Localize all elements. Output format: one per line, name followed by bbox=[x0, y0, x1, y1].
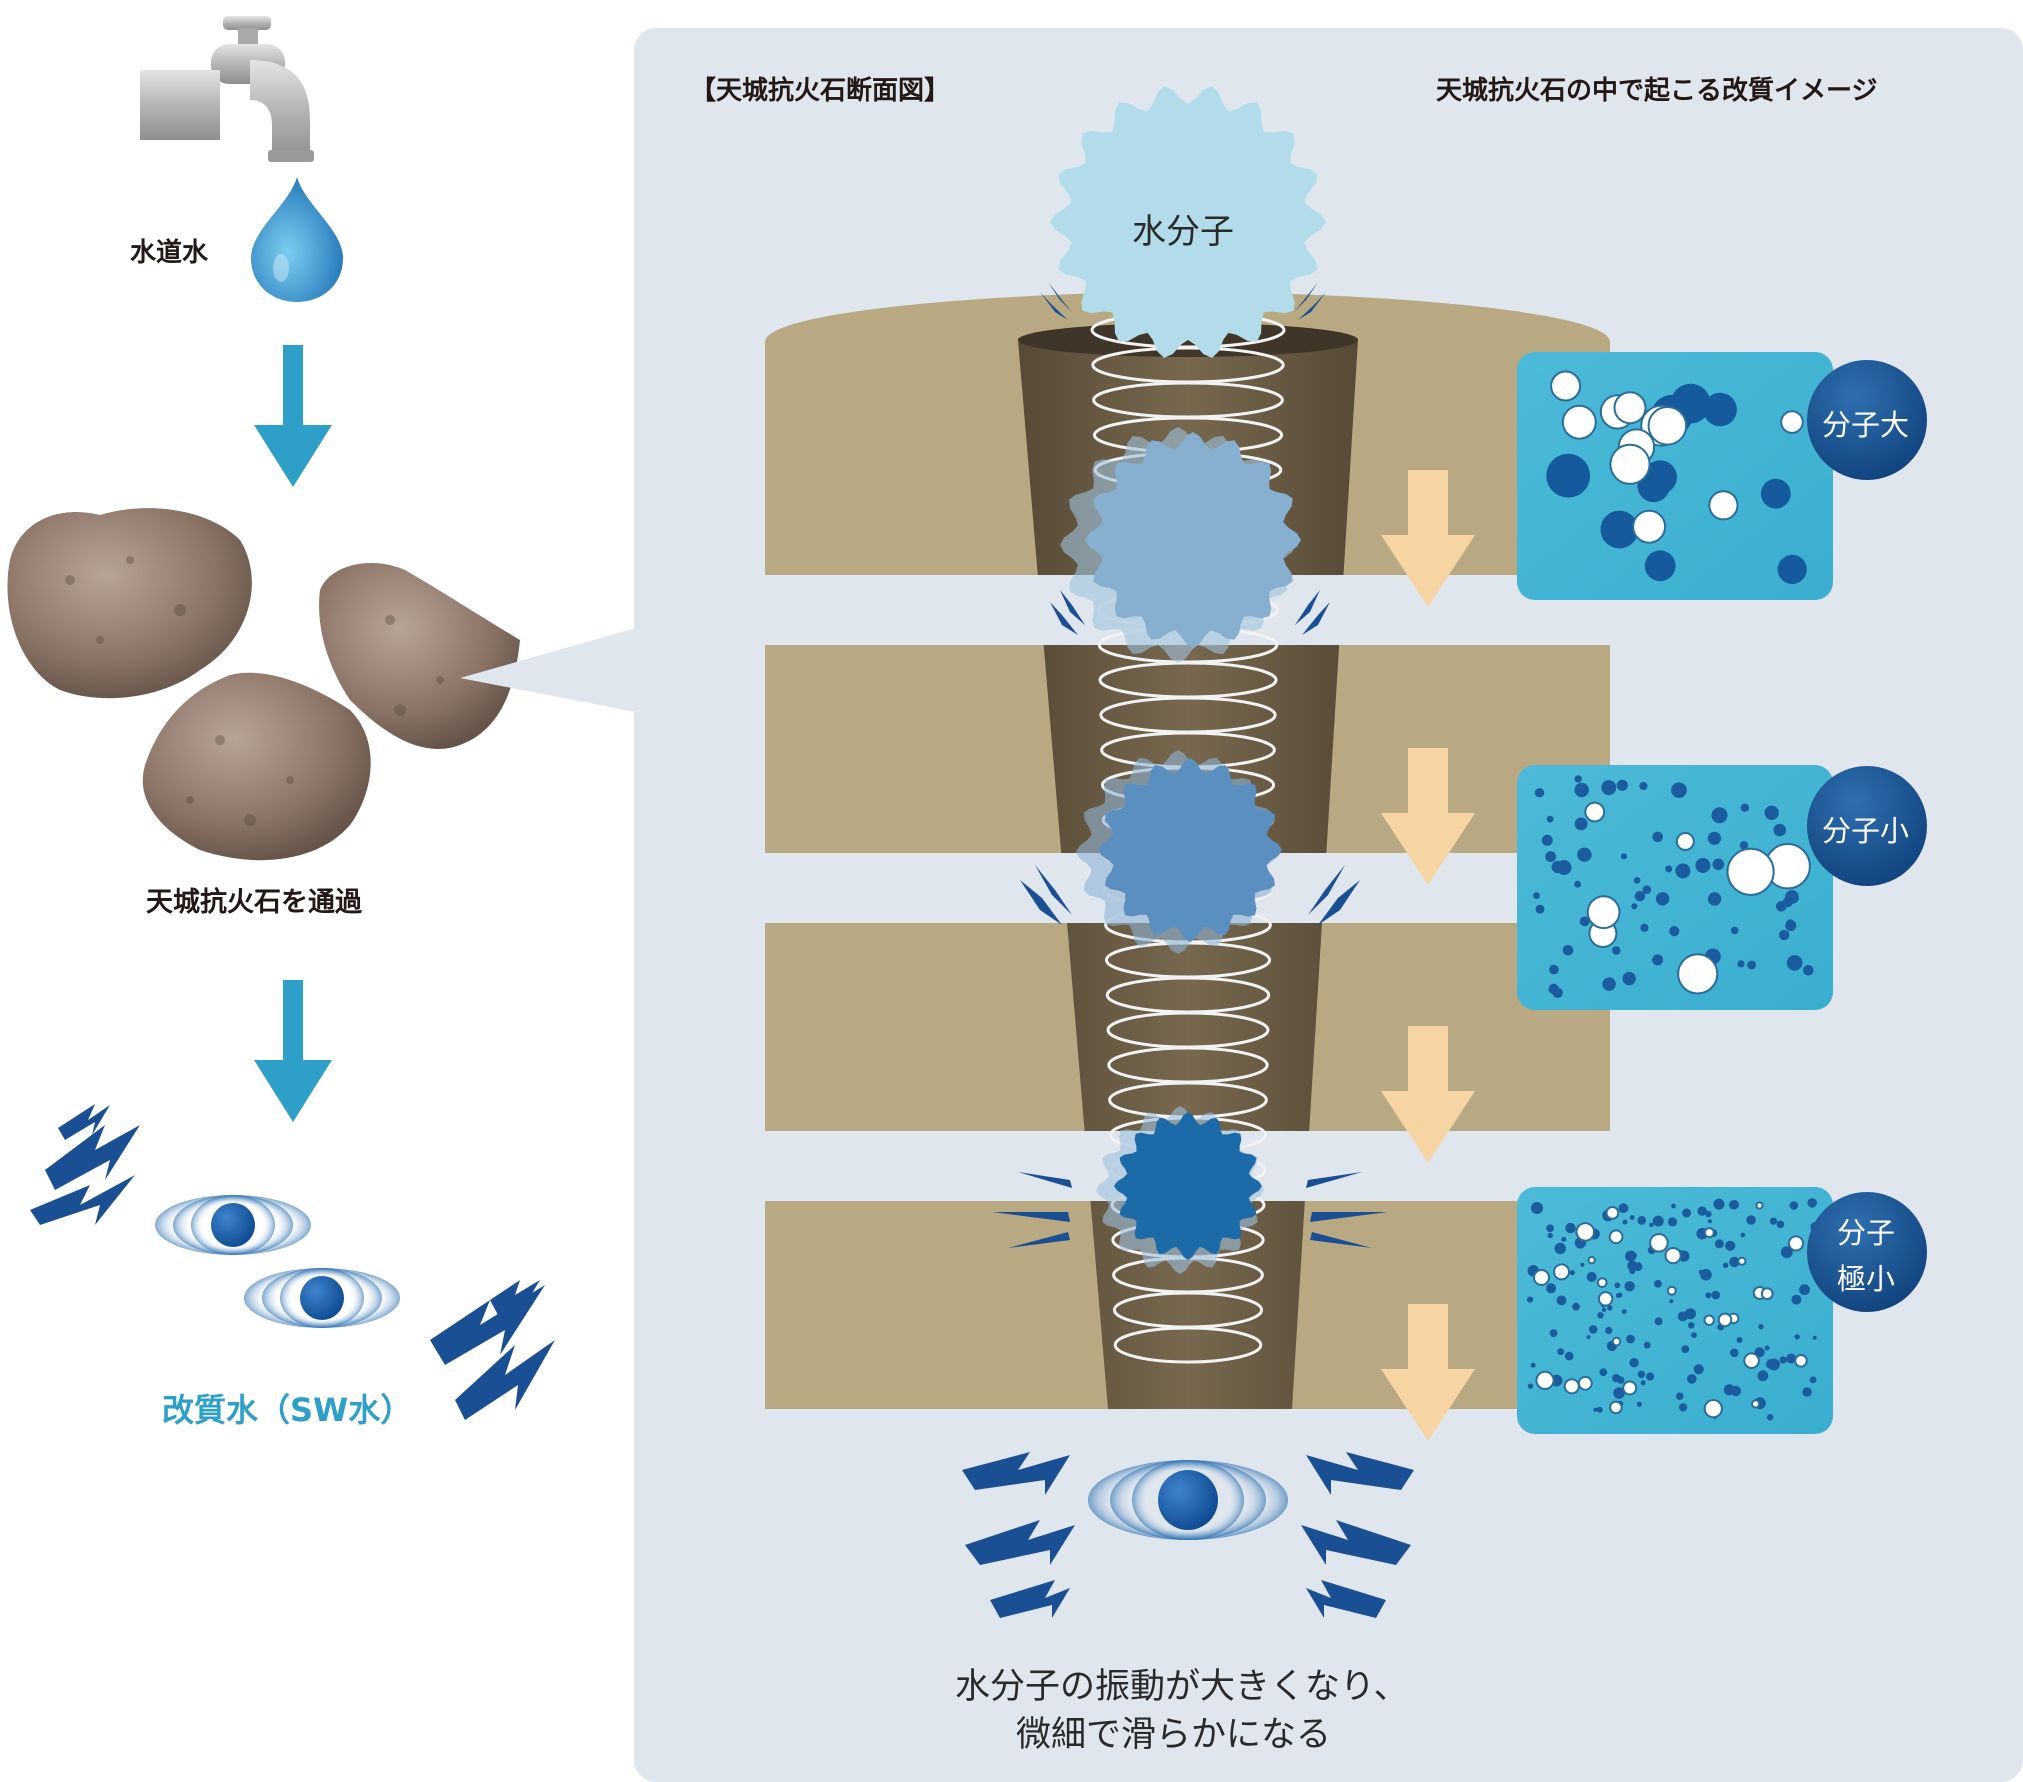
tap-water-label: 水道水 bbox=[130, 238, 209, 268]
badge-large bbox=[1807, 360, 1927, 480]
water-drop-icon bbox=[251, 177, 343, 302]
lightning-right-icon bbox=[430, 1280, 555, 1420]
badge-tiny bbox=[1807, 1192, 1927, 1312]
pumice-stones-image bbox=[7, 508, 520, 861]
water-molecule-3 bbox=[1076, 750, 1282, 954]
water-molecule-label: 水分子 bbox=[1132, 212, 1234, 252]
badge-tiny-label-1: 分子 bbox=[1837, 1216, 1896, 1250]
badge-small-label: 分子小 bbox=[1822, 814, 1910, 848]
caption-line-2: 微細で滑らかになる bbox=[1016, 1715, 1332, 1755]
result-water-label: 改質水（SW水） bbox=[162, 1391, 413, 1429]
microscope-image-large bbox=[1517, 352, 1833, 600]
water-molecule-top bbox=[1050, 86, 1326, 358]
panel-title-left: 【天城抗火石断面図】 bbox=[690, 76, 951, 106]
lightning-left-icon bbox=[30, 1104, 140, 1225]
faucet-icon bbox=[140, 16, 314, 162]
lightning-bottom-left-icon bbox=[962, 1452, 1075, 1618]
flow-arrow-2 bbox=[254, 980, 332, 1122]
vibration-marks bbox=[992, 282, 1388, 1248]
panel-title-right: 天城抗火石の中で起こる改質イメージ bbox=[1436, 76, 1878, 106]
water-molecule-4 bbox=[1096, 1106, 1264, 1274]
microscope-image-small bbox=[1517, 765, 1833, 1010]
lightning-bottom-right-icon bbox=[1301, 1452, 1414, 1618]
down-arrows bbox=[1381, 470, 1475, 1441]
water-molecule-2 bbox=[1060, 427, 1301, 663]
badge-tiny-label-2: 極小 bbox=[1837, 1262, 1896, 1296]
badge-large-label: 分子大 bbox=[1822, 408, 1910, 442]
microscope-image-tiny bbox=[1517, 1187, 1833, 1434]
vibrating-molecule-2 bbox=[244, 1268, 400, 1328]
flow-arrow-1 bbox=[254, 345, 332, 487]
callout-wedge bbox=[460, 628, 636, 712]
vibrating-molecule-bottom bbox=[1088, 1460, 1288, 1540]
stone-pass-label: 天城抗火石を通過 bbox=[146, 887, 362, 918]
caption-line-1: 水分子の振動が大きくなり、 bbox=[955, 1667, 1409, 1707]
vibrating-molecule-1 bbox=[155, 1195, 311, 1255]
badge-small bbox=[1807, 766, 1927, 886]
